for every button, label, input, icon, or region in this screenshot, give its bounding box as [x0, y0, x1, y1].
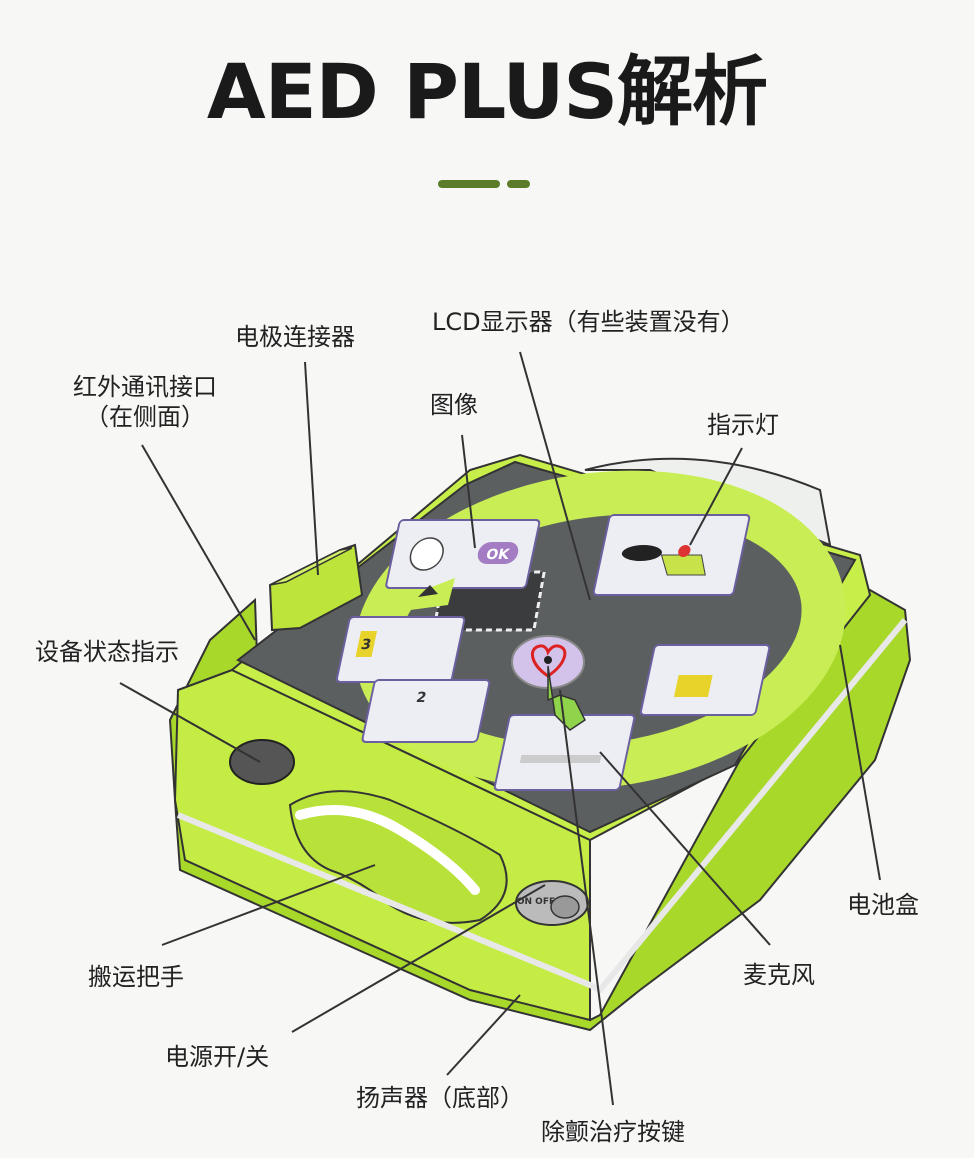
power-button-graphic: ON OFF [515, 880, 589, 926]
image-card-indicator [592, 514, 751, 596]
label-status-indicator: 设备状态指示 [35, 638, 179, 666]
leader-image [461, 434, 476, 549]
label-electrode-connector: 电极连接器 [235, 323, 355, 351]
label-infrared-port-line2: （在侧面） [85, 403, 205, 431]
label-speaker: 扬声器（底部） [356, 1084, 524, 1112]
leader-speaker [446, 994, 521, 1076]
carry-handle-graphic [288, 790, 508, 924]
image-card-step2: 2 [361, 679, 491, 743]
page-title: AED PLUS解析 [206, 47, 768, 136]
label-battery-box: 电池盒 [847, 891, 919, 919]
label-indicator-light: 指示灯 [707, 411, 779, 439]
label-infrared-port: 红外通讯接口 （在侧面） [60, 372, 230, 432]
svg-text:3: 3 [359, 637, 372, 653]
title-accent-bar [438, 180, 500, 188]
leader-shock-button [559, 689, 614, 1106]
title-accent-dot [507, 180, 530, 188]
battery-cover [584, 457, 832, 547]
leader-lines [119, 351, 881, 1106]
leader-indicator-light [689, 447, 743, 546]
leader-infrared-port [141, 444, 256, 641]
body-trim-line [176, 618, 908, 994]
svg-text:OK: OK [485, 547, 512, 563]
leader-power-switch [291, 884, 546, 1033]
status-indicator-window [229, 739, 295, 785]
electrode-connector-graphic [268, 543, 364, 632]
label-infrared-port-line1: 红外通讯接口 [73, 373, 217, 401]
label-microphone: 麦克风 [743, 961, 815, 989]
svg-text:ON OFF: ON OFF [517, 897, 555, 907]
leader-lcd-display [519, 351, 591, 601]
label-power-switch: 电源开/关 [165, 1043, 270, 1071]
label-image: 图像 [430, 391, 478, 419]
label-shock-button: 除颤治疗按键 [541, 1118, 685, 1146]
leader-carry-handle [161, 864, 376, 946]
leader-electrode-connector [304, 361, 319, 576]
svg-text:2: 2 [415, 690, 428, 706]
leader-microphone [599, 751, 771, 946]
image-card-ok: OK [385, 519, 541, 589]
label-lcd-display: LCD显示器（有些装置没有） [432, 308, 745, 336]
image-card-pads [639, 644, 771, 716]
shock-button-graphic [511, 635, 586, 731]
leader-battery-box [839, 644, 881, 881]
leader-status-indicator [119, 682, 261, 763]
image-card-step3: 3 [335, 616, 466, 683]
label-carry-handle: 搬运把手 [88, 963, 184, 991]
